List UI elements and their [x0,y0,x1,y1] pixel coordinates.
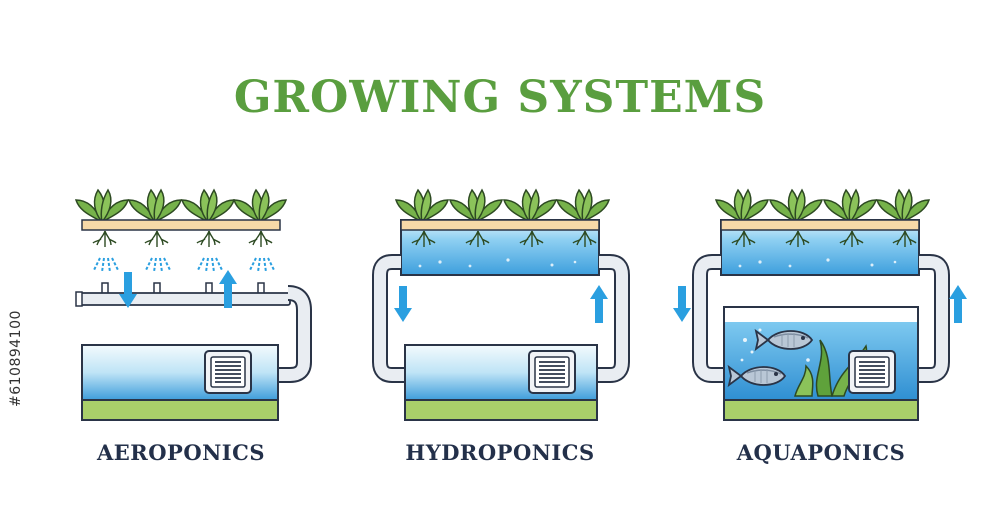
arrow-up-icon [949,285,967,323]
hydroponics-label: HYDROPONICS [405,440,595,465]
aeroponics-label: AEROPONICS [96,440,266,465]
aquaponics-label: AQUAPONICS [736,440,906,465]
arrow-down-icon [673,286,691,322]
arrow-up-icon [590,285,608,323]
pump-icon [204,350,252,394]
pump-icon [848,350,896,394]
hydroponics-diagram [372,189,630,421]
arrow-down-icon [394,286,412,322]
plant-icon [395,189,610,223]
aeroponics-diagram [75,189,312,421]
plant-icon [715,189,930,223]
plant-icon [75,189,287,223]
aquaponics-diagram [673,189,967,421]
page-title: GROWING SYSTEMS [233,72,767,123]
pump-icon [528,350,576,394]
